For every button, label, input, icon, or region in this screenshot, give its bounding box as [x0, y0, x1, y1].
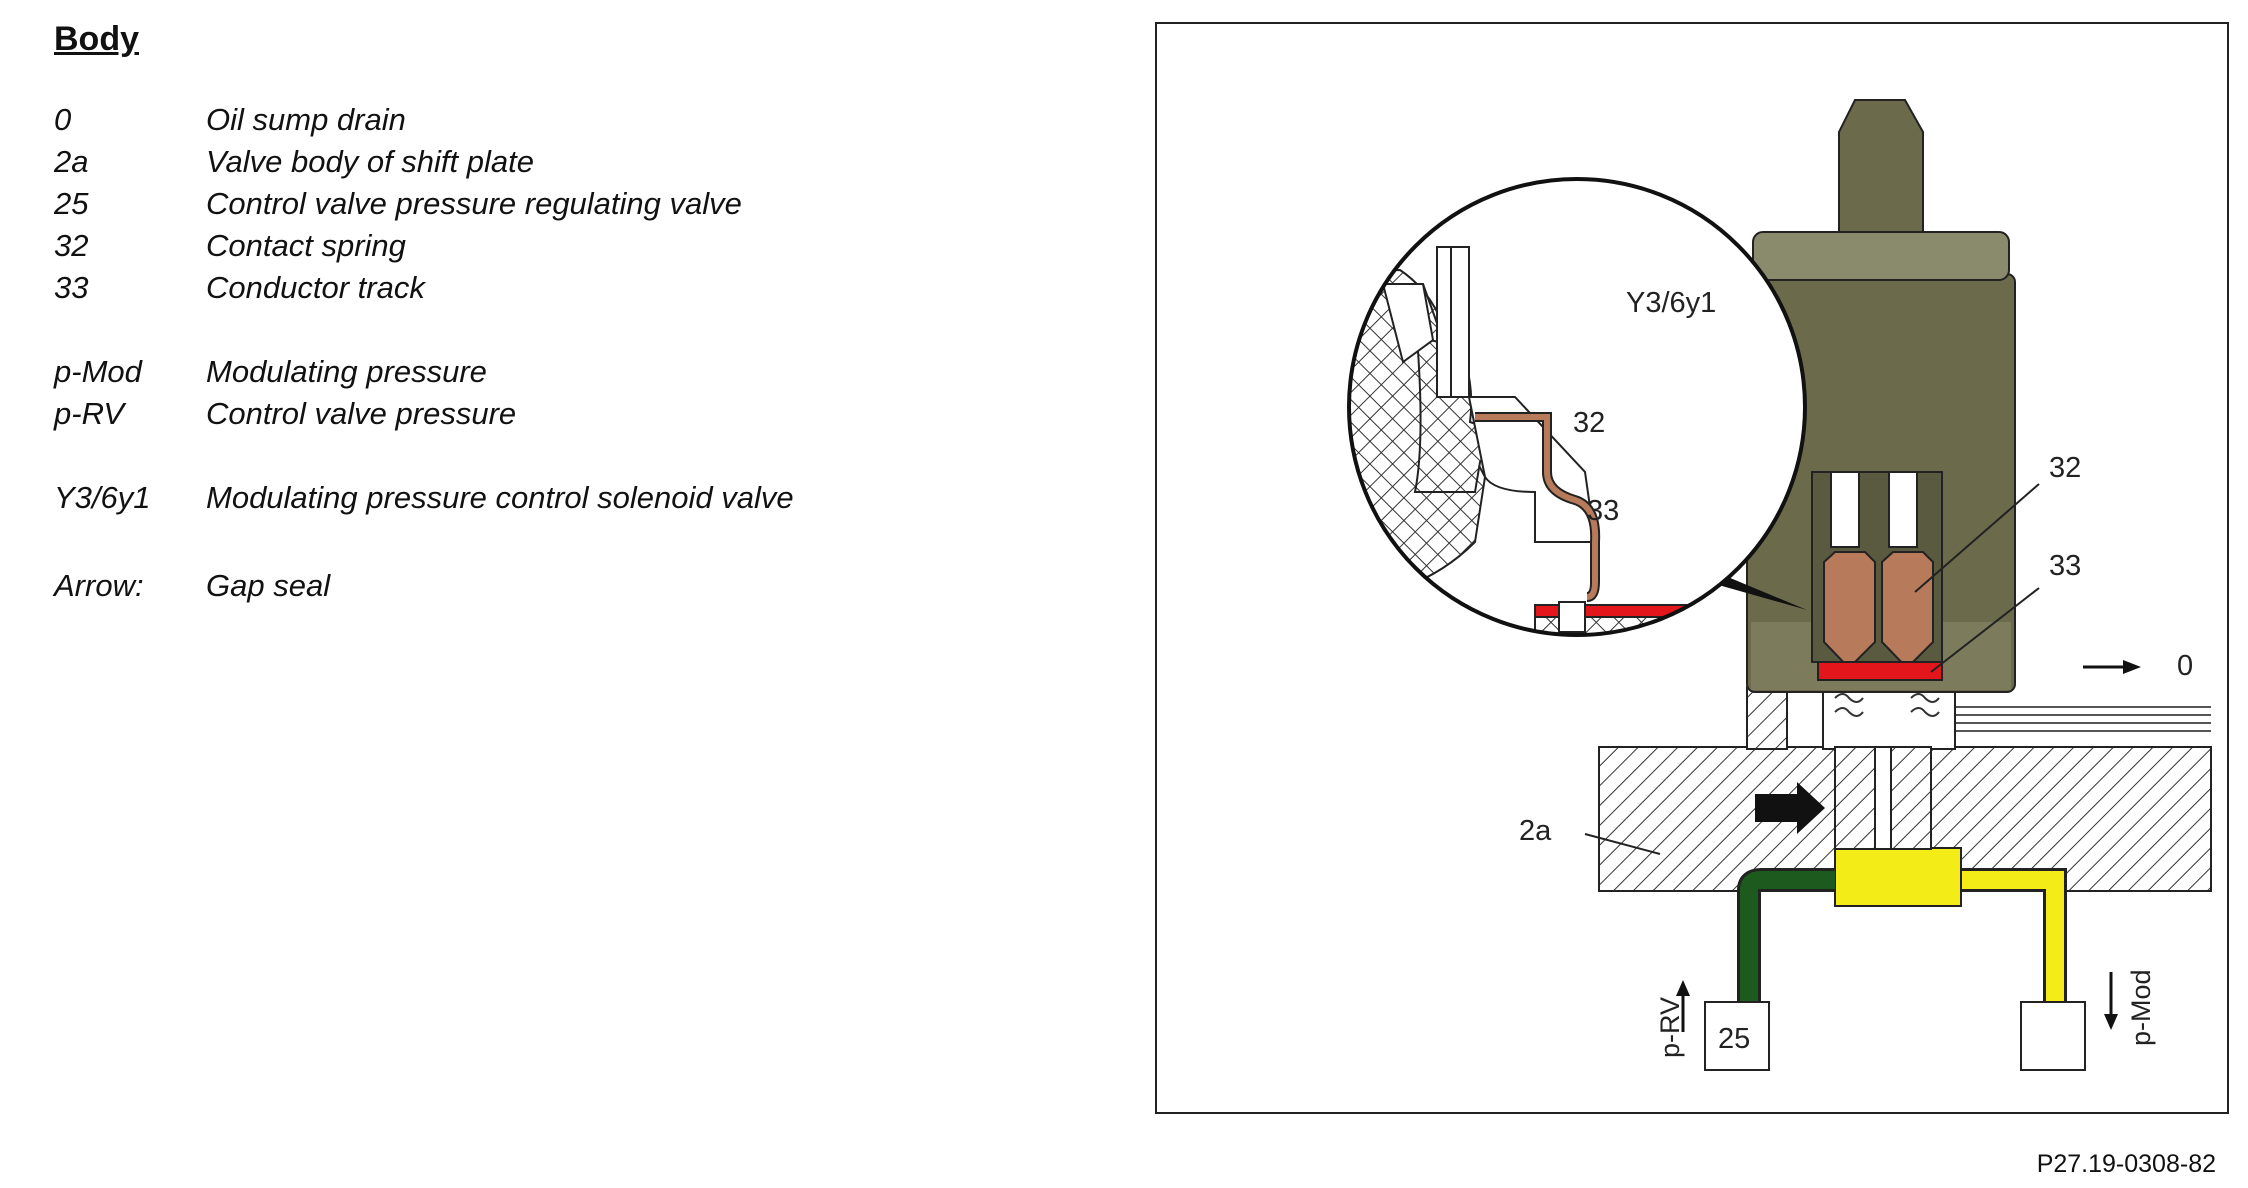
- label-oil-drain: 0: [2177, 650, 2193, 682]
- legend-code: Arrow:: [54, 568, 144, 603]
- legend-description: Gap seal: [206, 568, 331, 603]
- legend-description: Modulating pressure: [206, 354, 487, 389]
- diagram-svg: Y3/6y1 32 33 32 33 0 2a 25 p-RV p-Mod: [1347, 99, 2212, 1071]
- label-magnified-spring: 32: [1573, 407, 1605, 439]
- pressure-channels: [1737, 847, 2067, 1002]
- label-p-mod: p-Mod: [2126, 969, 2156, 1046]
- label-contact-spring: 32: [2049, 452, 2081, 484]
- modulating-outlet-box: [2020, 1001, 2086, 1071]
- legend-description: Control valve pressure: [206, 396, 517, 431]
- legend-description: Conductor track: [206, 270, 425, 305]
- page-heading: Body: [54, 20, 139, 58]
- conductor-track: [1817, 661, 1943, 681]
- mounting-collar: [1746, 686, 1956, 750]
- legend-row: p-RV Control valve pressure: [54, 396, 954, 436]
- label-magnified-track: 33: [1587, 495, 1619, 527]
- legend-code: 0: [54, 102, 72, 137]
- p-mod-arrow: [2104, 972, 2118, 1030]
- p-rv-channel: [1740, 871, 1835, 1002]
- contact-assembly: [1811, 471, 1943, 681]
- regulating-valve-box: [1704, 1001, 1770, 1071]
- legend-row: p-Mod Modulating pressure: [54, 354, 954, 394]
- magnified-contact-spring: [1475, 414, 1599, 600]
- label-valve-body: 2a: [1519, 815, 1552, 847]
- legend-description: Control valve pressure regulating valve: [206, 186, 742, 221]
- legend-row: 0 Oil sump drain: [54, 102, 954, 142]
- label-solenoid: Y3/6y1: [1626, 287, 1716, 319]
- legend-description: Oil sump drain: [206, 102, 406, 137]
- legend-code: 32: [54, 228, 89, 263]
- legend-code: p-RV: [54, 396, 125, 431]
- legend-code: 2a: [54, 144, 89, 179]
- contact-spring-left: [1823, 551, 1876, 670]
- legend-code: p-Mod: [54, 354, 142, 389]
- legend-row: 2a Valve body of shift plate: [54, 144, 954, 184]
- p-rv-arrow: [1676, 980, 1690, 1032]
- legend-row: 25 Control valve pressure regulating val…: [54, 186, 954, 226]
- figure-frame: [1155, 22, 2229, 1114]
- detail-magnifier: [1347, 177, 1807, 637]
- legend-row: Arrow: Gap seal: [54, 568, 954, 608]
- solenoid-valve-diagram: Y3/6y1 32 33 32 33 0 2a 25 p-RV p-Mod: [1155, 22, 2229, 1119]
- figure-reference: P27.19-0308-82: [2036, 1150, 2216, 1178]
- legend-code: 25: [54, 186, 89, 221]
- legend-code: Y3/6y1: [54, 480, 151, 515]
- label-regulating-valve: 25: [1718, 1023, 1750, 1055]
- contact-spring-right: [1881, 551, 1934, 670]
- legend-row: Y3/6y1 Modulating pressure control solen…: [54, 480, 954, 520]
- housing-cap: [1752, 231, 2010, 281]
- legend-description: Modulating pressure control solenoid val…: [206, 480, 794, 515]
- plunger-tip: [1838, 99, 1924, 233]
- drain-arrow: [2083, 660, 2141, 674]
- label-p-rv: p-RV: [1655, 997, 1685, 1058]
- legend-row: 32 Contact spring: [54, 228, 954, 268]
- legend-description: Valve body of shift plate: [206, 144, 534, 179]
- gap-seal-arrow: [1755, 782, 1825, 834]
- legend-row: 33 Conductor track: [54, 270, 954, 310]
- valve-stems: [1834, 746, 1932, 850]
- label-conductor-track: 33: [2049, 550, 2081, 582]
- legend-description: Contact spring: [206, 228, 406, 263]
- p-mod-chamber: [1834, 847, 1962, 907]
- legend-code: 33: [54, 270, 89, 305]
